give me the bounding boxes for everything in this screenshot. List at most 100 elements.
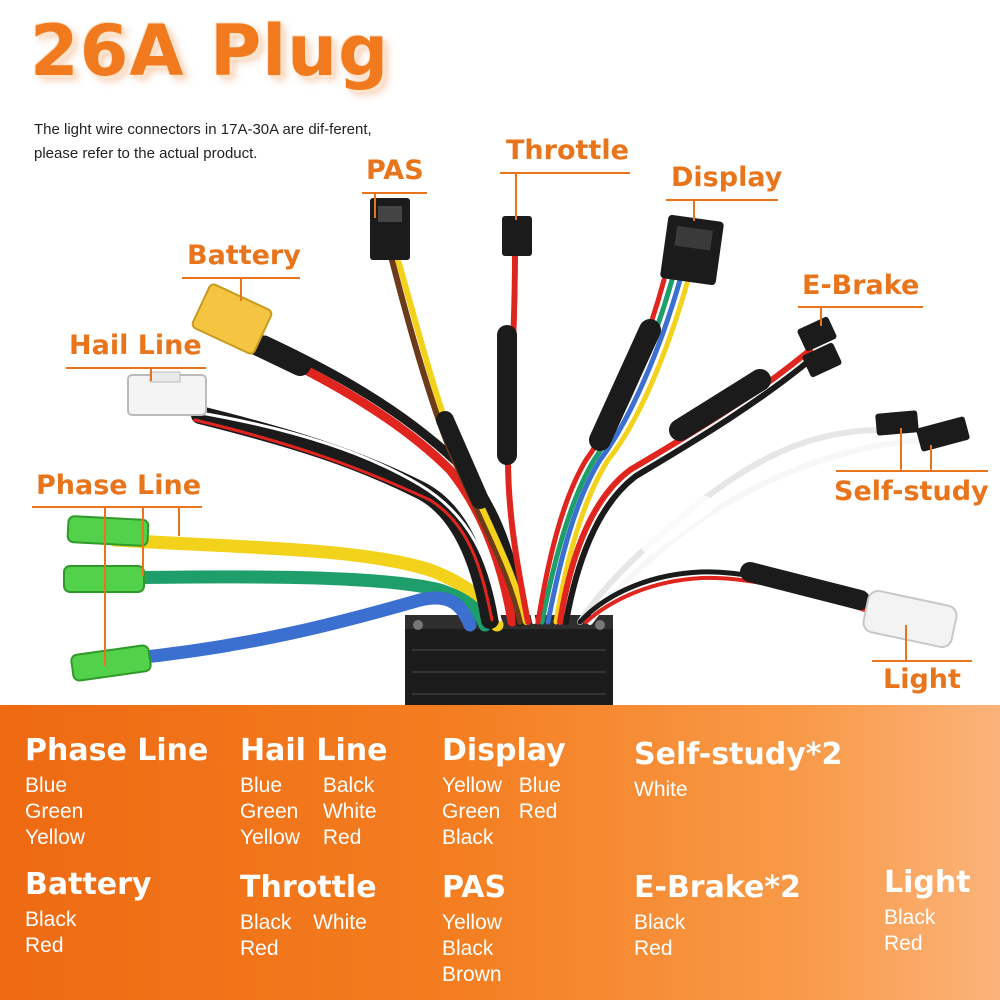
callout-throttle-underline [500, 172, 630, 174]
callout-ebrake-underline [798, 306, 923, 308]
legend-item: Red [240, 937, 279, 960]
callout-display: Display [671, 162, 783, 193]
legend-item: Blue [25, 774, 68, 797]
legend-items: Black Red [884, 905, 971, 957]
legend-phase-line: Phase Line Blue Green Yellow [25, 733, 208, 851]
legend-items: Black White Red [240, 910, 377, 962]
legend-ebrake: E-Brake*2 Black Red [634, 870, 801, 962]
legend-item: White [313, 911, 367, 934]
legend-title: Display [442, 733, 566, 768]
callout-ebrake-leader [820, 306, 822, 326]
battery-connector [191, 283, 273, 355]
legend-item: Black [884, 906, 936, 929]
legend-title: Phase Line [25, 733, 209, 768]
legend-hail-line: Hail Line Blue Balck Green White Yellow … [240, 733, 387, 851]
legend-item: Black [240, 911, 292, 934]
callout-phase-line-underline [32, 506, 202, 508]
callout-light-underline [872, 660, 972, 662]
legend-items: Black Red [25, 907, 152, 959]
legend-title: Throttle [240, 870, 377, 905]
callout-hail-line: Hail Line [69, 330, 202, 361]
legend-item: Red [884, 932, 923, 955]
legend-item: Red [25, 934, 64, 957]
legend-title: Light [884, 865, 971, 900]
callout-hail-line-underline [66, 367, 206, 369]
pas-wires [389, 257, 529, 625]
callout-ebrake: E-Brake [802, 270, 920, 301]
callout-battery: Battery [187, 240, 301, 271]
callout-phase-line-leader-2 [142, 506, 144, 576]
callout-self-study-leader-2 [930, 445, 932, 470]
legend-pas: PAS Yellow Black Brown [442, 870, 506, 988]
light-connector [862, 589, 958, 649]
callout-pas: PAS [366, 155, 424, 186]
legend-title: E-Brake*2 [634, 870, 801, 905]
connector-note: The light wire connectors in 17A-30A are… [34, 121, 372, 162]
legend-items: Black Red [634, 910, 801, 962]
callout-display-underline [666, 199, 778, 201]
callout-hail-line-leader [150, 367, 152, 381]
callout-self-study: Self-study [834, 476, 989, 507]
callout-self-study-leader-1 [900, 428, 902, 470]
legend-item: Brown [442, 963, 502, 986]
light-wires [577, 562, 883, 625]
callout-battery-leader [240, 277, 242, 301]
legend-item: Black [442, 826, 494, 849]
legend-item: Black [442, 937, 494, 960]
legend-self-study: Self-study*2 White [634, 737, 842, 803]
page-title: 26A Plug [30, 10, 390, 92]
callout-self-study-underline [836, 470, 988, 472]
legend-item: Green [240, 800, 299, 823]
legend-item: Red [634, 937, 673, 960]
legend-item: Red [518, 800, 558, 823]
legend-items: Blue Green Yellow [25, 773, 208, 851]
callout-pas-leader [374, 192, 376, 218]
pas-connector [370, 198, 410, 260]
legend-item: Green [442, 800, 501, 823]
callout-phase-line-leader-1 [104, 506, 106, 666]
callout-light: Light [883, 664, 961, 695]
legend-item: Yellow [442, 911, 502, 934]
legend-item: Balck [322, 774, 375, 797]
legend-items: White [634, 777, 842, 803]
legend-light: Light Black Red [884, 865, 971, 957]
callout-pas-underline [362, 192, 427, 194]
callout-throttle: Throttle [506, 135, 629, 166]
legend-item: Yellow [240, 826, 300, 849]
legend-title: Self-study*2 [634, 737, 843, 772]
product-photo-area: 26A Plug The light wire connectors in 17… [30, 10, 989, 705]
legend-item: White [322, 800, 377, 823]
controller-box [405, 615, 613, 705]
throttle-wires [497, 252, 536, 625]
callout-display-leader [693, 199, 695, 221]
legend-items: Yellow Black Brown [442, 910, 506, 988]
hail-line-connector [127, 371, 207, 416]
self-study-connectors [875, 410, 970, 452]
legend-title: PAS [442, 870, 507, 905]
legend-throttle: Throttle Black White Red [240, 870, 377, 962]
ebrake-connectors [797, 316, 842, 378]
display-wires [535, 277, 691, 625]
throttle-connector [502, 216, 532, 256]
legend-item: Blue [240, 774, 283, 797]
ebrake-wires [557, 347, 818, 625]
legend-battery: Battery Black Red [25, 867, 152, 959]
legend-title: Battery [25, 867, 152, 902]
legend-item: Green [25, 800, 84, 823]
callout-light-leader [905, 625, 907, 660]
self-study-wires [577, 427, 928, 625]
legend-item: White [634, 778, 688, 801]
legend-item: Yellow [25, 826, 85, 849]
legend-item: Black [25, 908, 77, 931]
legend-item: Yellow [442, 774, 502, 797]
legend-item: Black [634, 911, 686, 934]
legend-item: Red [322, 826, 362, 849]
hail-line-wires [191, 406, 502, 629]
legend-display: Display Yellow Blue Green Red Black [442, 733, 566, 851]
legend-items: Blue Balck Green White Yellow Red [240, 773, 387, 851]
callout-phase-line-leader-3 [178, 506, 180, 536]
display-connector [660, 214, 724, 286]
legend-title: Hail Line [240, 733, 388, 768]
controller-wiring-illustration [63, 198, 970, 705]
legend-item: Blue [518, 774, 561, 797]
